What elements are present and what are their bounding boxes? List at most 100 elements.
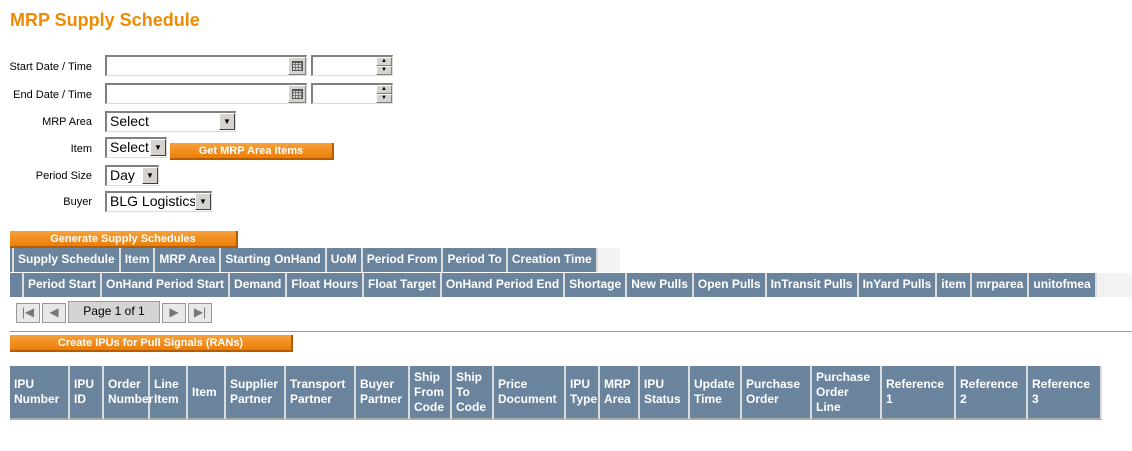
column-header[interactable]: InTransit Pulls	[766, 273, 859, 297]
column-header[interactable]: OnHand Period Start	[102, 273, 231, 297]
period-size-select[interactable]: Day ▼	[105, 165, 159, 186]
column-header[interactable]: UoM	[326, 248, 363, 272]
ipu-header-line: Area	[604, 392, 631, 406]
column-header[interactable]: Creation Time	[507, 248, 598, 272]
start-time-input[interactable]: ▲▼	[311, 55, 393, 76]
ipu-header-line: Reference	[1032, 377, 1091, 391]
ipu-header-line: Partner	[230, 392, 273, 406]
ipu-header-line: Time	[694, 392, 722, 406]
column-header[interactable]: unitofmea	[1029, 273, 1097, 297]
header-stub	[10, 248, 14, 272]
start-calendar-button[interactable]	[288, 57, 306, 75]
column-header[interactable]: Period To	[443, 248, 508, 272]
ipu-header-line: IPU	[570, 377, 591, 391]
period-table-header: Period Start OnHand Period Start Demand …	[10, 273, 1132, 297]
column-header[interactable]: Open Pulls	[693, 273, 767, 297]
column-header[interactable]: Period From	[362, 248, 444, 272]
ipu-header-line: MRP	[604, 377, 631, 391]
column-header[interactable]: mrparea	[971, 273, 1030, 297]
ipu-header-line: Number	[108, 392, 154, 406]
prev-page-icon[interactable]: ◀	[42, 303, 66, 323]
column-header[interactable]: Float Target	[364, 273, 442, 297]
column-header[interactable]: New Pulls	[627, 273, 694, 297]
spin-up-icon[interactable]: ▲	[376, 85, 392, 94]
end-date-input[interactable]	[105, 83, 307, 104]
end-time-input[interactable]: ▲▼	[311, 83, 393, 104]
page-title: MRP Supply Schedule	[10, 10, 200, 30]
dropdown-arrow-icon[interactable]: ▼	[150, 139, 166, 156]
column-header[interactable]: Demand	[230, 273, 288, 297]
last-page-icon[interactable]: ▶|	[188, 303, 212, 323]
item-value: Select	[110, 139, 149, 155]
get-mrp-area-items-button[interactable]: Get MRP Area Items	[170, 143, 334, 160]
column-header[interactable]: InYard Pulls	[858, 273, 938, 297]
spin-up-icon[interactable]: ▲	[376, 57, 392, 66]
column-header[interactable]: Item	[120, 248, 156, 272]
create-ipus-button[interactable]: Create IPUs for Pull Signals (RANs)	[10, 335, 293, 352]
dropdown-arrow-icon[interactable]: ▼	[195, 193, 211, 210]
buyer-select[interactable]: BLG Logistics ▼	[105, 191, 212, 212]
column-header[interactable]: Period Start	[24, 273, 103, 297]
ipu-header-line: Ship	[414, 369, 440, 384]
start-time-spinner[interactable]: ▲▼	[376, 57, 392, 75]
ipu-header-line: Reference	[886, 377, 945, 391]
column-header[interactable]: MRP Area	[155, 248, 222, 272]
ipu-header-line: Ship	[456, 369, 482, 384]
ipu-header-line: Type	[570, 392, 598, 406]
column-header[interactable]: OnHand Period End	[441, 273, 566, 297]
mrp-area-value: Select	[110, 113, 149, 129]
column-header[interactable]: Supply Schedule	[14, 248, 121, 272]
spin-down-icon[interactable]: ▼	[376, 94, 392, 103]
column-header[interactable]: Starting OnHand	[221, 248, 327, 272]
spin-down-icon[interactable]: ▼	[376, 66, 392, 75]
mrp-area-select[interactable]: Select ▼	[105, 111, 236, 132]
column-header[interactable]: Shortage	[565, 273, 628, 297]
supply-schedule-table-header: Supply Schedule Item MRP Area Starting O…	[10, 248, 620, 272]
column-header[interactable]: Float Hours	[287, 273, 365, 297]
dropdown-arrow-icon[interactable]: ▼	[142, 167, 158, 184]
ipu-header-line: To	[456, 384, 470, 399]
ipu-header-line: Order	[108, 377, 141, 391]
pagination-toolbar: |◀ ◀ Page 1 of 1 ▶ ▶|	[10, 298, 1132, 332]
start-date-input[interactable]	[105, 55, 307, 76]
ipu-header-line: Code	[456, 399, 486, 414]
ipu-header-line: Update	[694, 377, 735, 391]
generate-supply-schedules-button[interactable]: Generate Supply Schedules	[10, 231, 238, 248]
dropdown-arrow-icon[interactable]: ▼	[219, 113, 235, 130]
end-calendar-button[interactable]	[288, 85, 306, 103]
page-indicator: Page 1 of 1	[68, 301, 160, 323]
column-header[interactable]: item	[937, 273, 972, 297]
end-time-spinner[interactable]: ▲▼	[376, 85, 392, 103]
first-page-icon[interactable]: |◀	[16, 303, 40, 323]
next-page-icon[interactable]: ▶	[162, 303, 186, 323]
ipu-column-header[interactable]: Item	[188, 366, 226, 420]
calendar-icon	[291, 61, 303, 71]
item-select[interactable]: Select ▼	[105, 137, 167, 158]
ipu-header-line: Order	[816, 384, 849, 399]
